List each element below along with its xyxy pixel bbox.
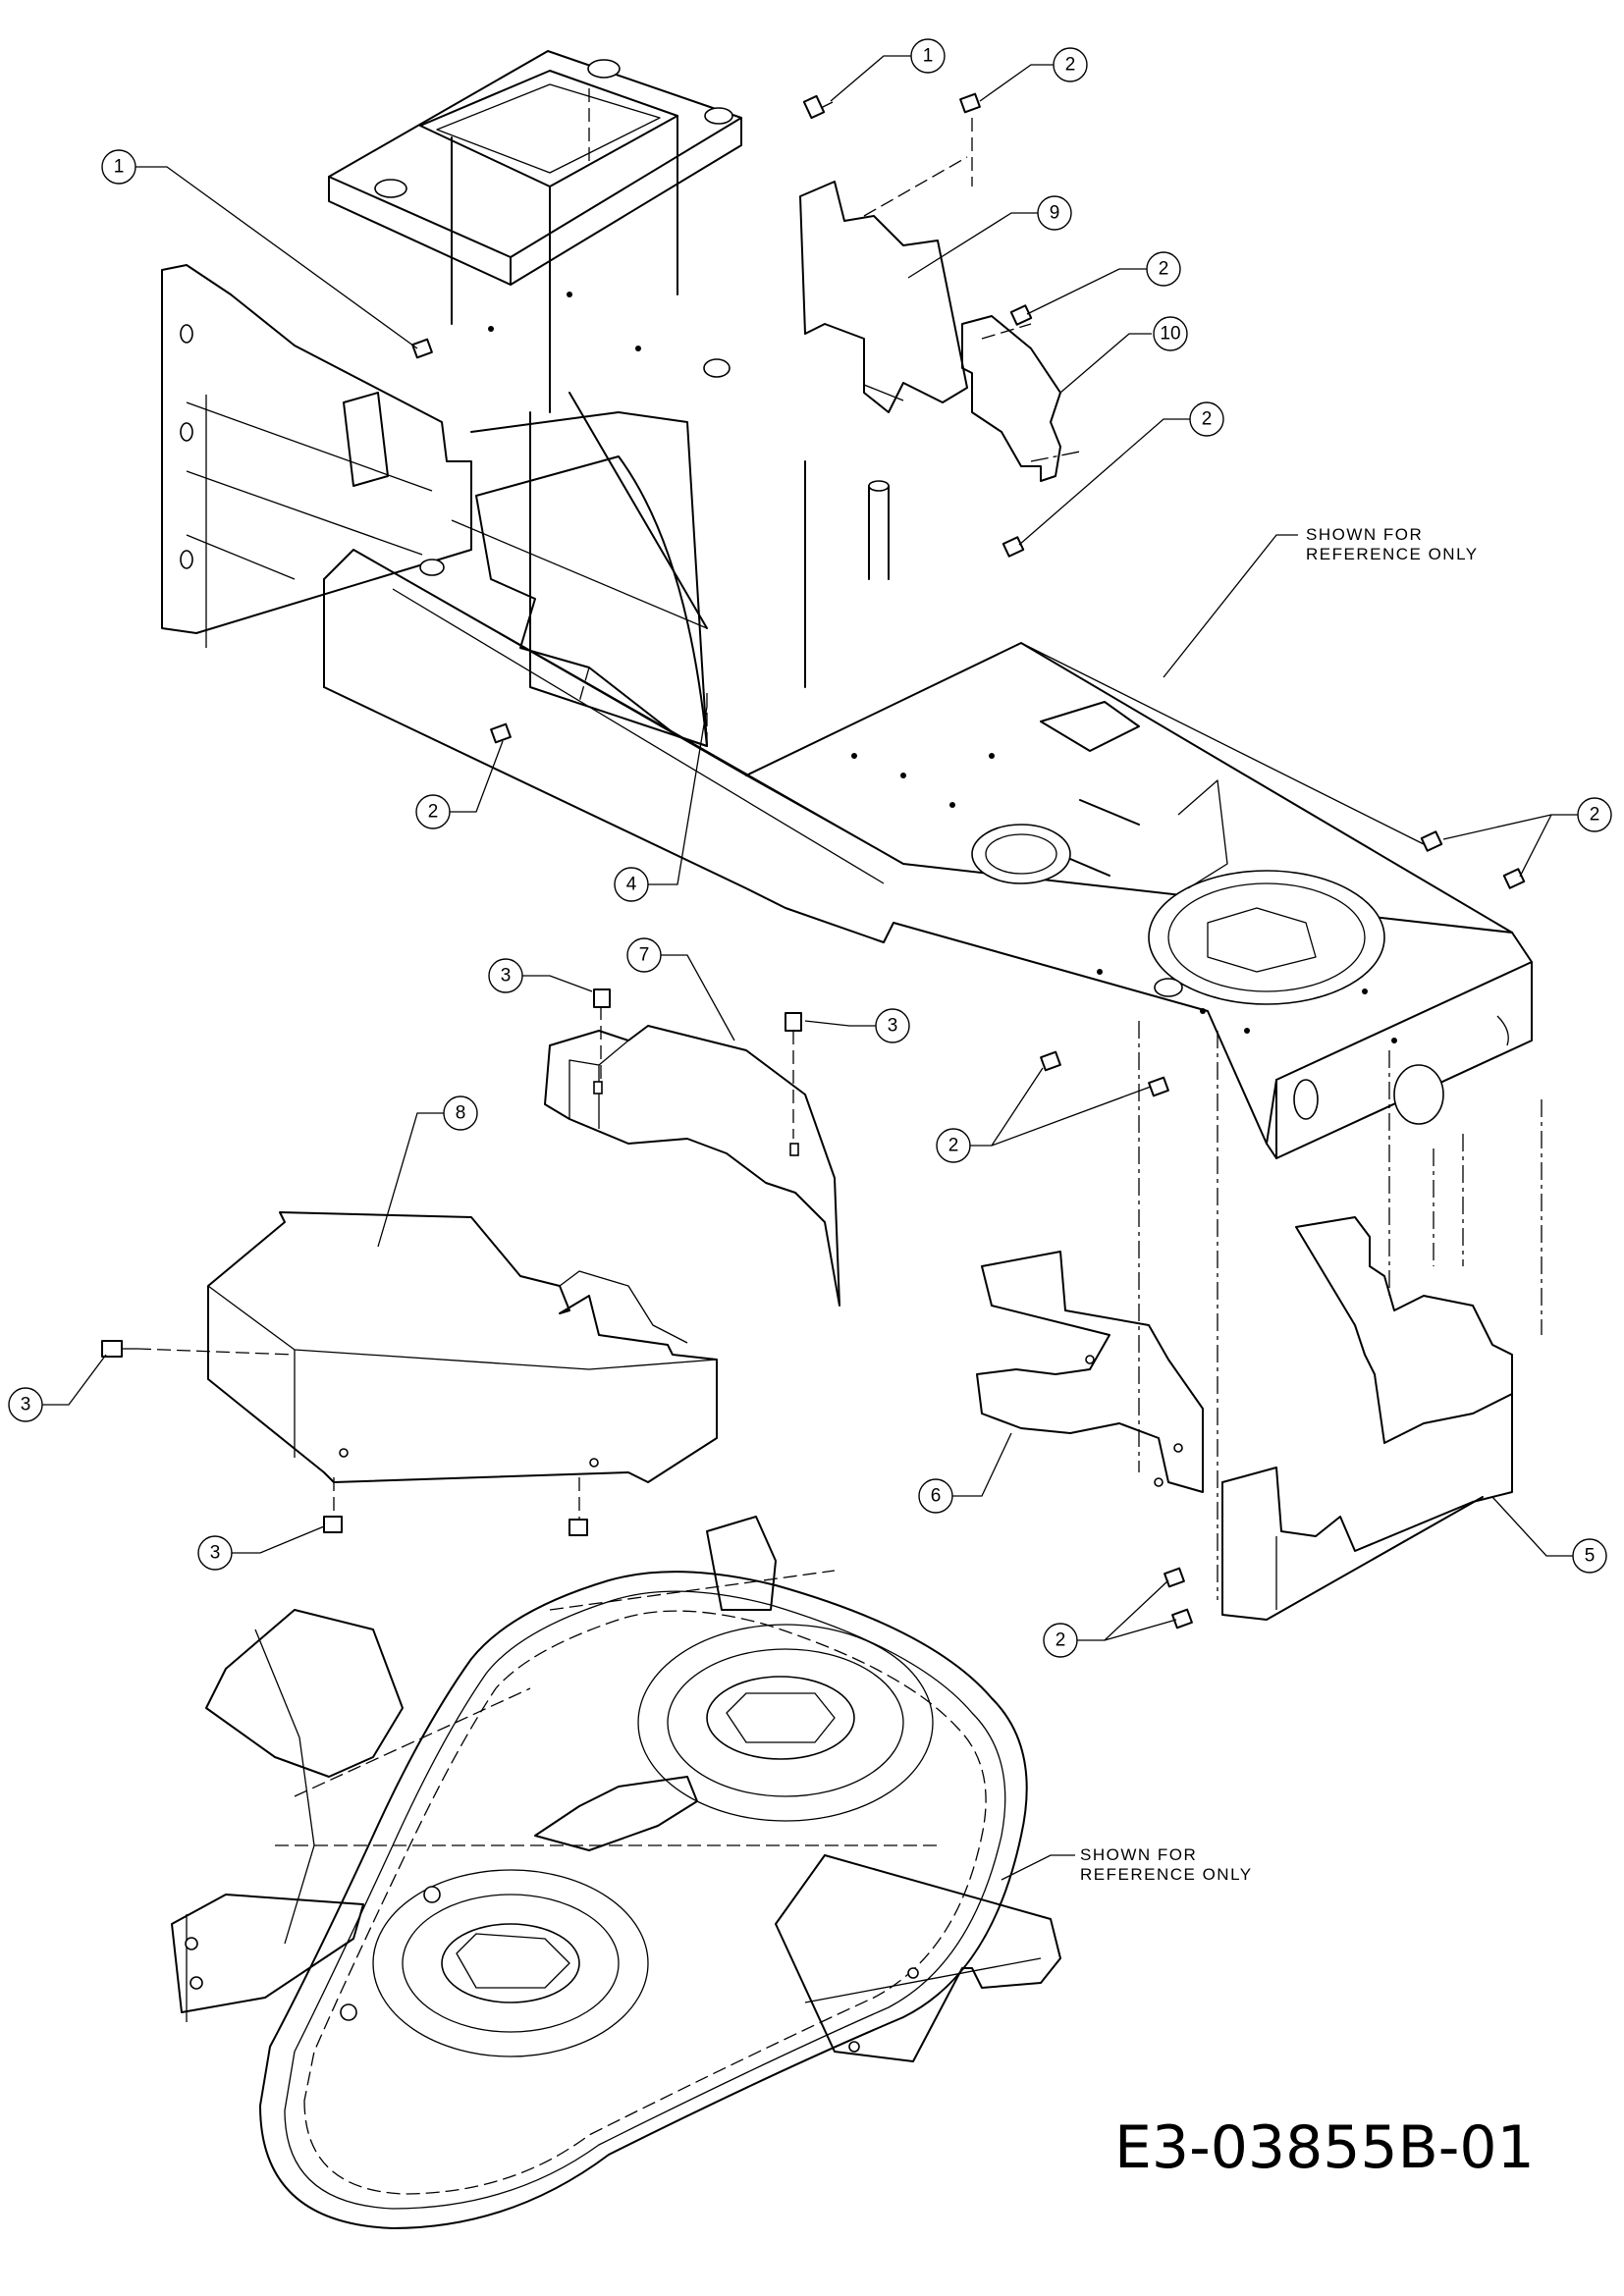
- nut-3-e-icon: [568, 1519, 588, 1536]
- reference-note-deck: SHOWN FOR REFERENCE ONLY: [1001, 1845, 1253, 1884]
- callout-5: 5: [1585, 1546, 1596, 1567]
- frame-deck-plate: [745, 642, 1509, 1125]
- left-side-frame-panel: [161, 264, 472, 648]
- bolt-2-mid-icon: [1001, 536, 1025, 558]
- reference-note-frame: SHOWN FOR REFERENCE ONLY: [1163, 525, 1479, 678]
- reference-note-frame-line1: SHOWN FOR: [1306, 525, 1423, 544]
- bracket-5: [1221, 1050, 1543, 1621]
- bolt-2-lower-left-icon: [490, 722, 512, 744]
- bolt-2-upper-icon: [959, 92, 981, 114]
- heat-shield-panel-10: [961, 315, 1061, 482]
- hardware-fasteners: [101, 92, 1526, 1629]
- reference-note-deck-line1: SHOWN FOR: [1080, 1845, 1197, 1864]
- callout-2-bottom: 2: [1056, 1630, 1066, 1651]
- bolt-3-c-icon: [101, 1340, 137, 1358]
- nut-3-a-icon: [593, 988, 611, 1008]
- callout-2-center: 2: [948, 1136, 959, 1156]
- callout-1-left: 1: [114, 157, 125, 178]
- bolt-2-lower-b-icon: [1171, 1608, 1193, 1629]
- shield-panel-4: [475, 455, 708, 747]
- bolt-1-left-icon: [411, 338, 433, 359]
- reference-note-frame-line2: REFERENCE ONLY: [1306, 545, 1479, 563]
- main-frame-channel: [323, 358, 1533, 1159]
- callout-7: 7: [639, 945, 650, 966]
- frame-fastener-holes: [488, 292, 1397, 1043]
- callout-2-top: 2: [1065, 55, 1076, 76]
- callout-2-mid: 2: [1202, 409, 1213, 430]
- callout-2-lower-left: 2: [428, 802, 439, 823]
- nut-3-b-icon: [785, 1012, 802, 1032]
- callout-3-lower: 3: [210, 1543, 221, 1564]
- bolt-1-upper-icon: [802, 94, 834, 120]
- callout-3-left: 3: [21, 1395, 31, 1415]
- bracket-7: [544, 1025, 840, 1307]
- heat-shield-panel-9: [799, 156, 968, 413]
- bolt-2-right-a-icon: [1420, 830, 1443, 852]
- assembly-guide-lines: [136, 88, 1218, 1600]
- callout-3-top-left: 3: [501, 966, 512, 987]
- callout-3-top-right: 3: [888, 1016, 898, 1037]
- bolt-2-center-a-icon: [1040, 1050, 1061, 1072]
- bolt-2-center-b-icon: [1148, 1076, 1169, 1097]
- callout-2-panel9: 2: [1159, 259, 1169, 280]
- callout-8: 8: [456, 1103, 466, 1124]
- mower-deck-reference: [171, 1516, 1061, 2229]
- callout-6: 6: [931, 1486, 942, 1507]
- bolt-2-panel9-icon: [1009, 304, 1033, 326]
- callout-9: 9: [1050, 203, 1060, 224]
- drawing-code: E3-03855B-01: [1114, 2113, 1535, 2182]
- cover-panel-8: [207, 1211, 718, 1483]
- callout-labels: 1 1 2 9 2 10 2 2 4 2 3 7: [8, 38, 1612, 1658]
- callout-2-right: 2: [1590, 805, 1600, 826]
- callout-4: 4: [626, 875, 637, 895]
- nut-3-d-icon: [323, 1516, 343, 1533]
- reference-note-deck-line2: REFERENCE ONLY: [1080, 1865, 1253, 1884]
- bracket-6: [976, 1251, 1204, 1493]
- bolt-2-lower-a-icon: [1164, 1567, 1185, 1588]
- upper-frame-bracket: [328, 50, 742, 413]
- callout-1-top: 1: [923, 46, 934, 67]
- bolt-2-right-b-icon: [1502, 868, 1526, 889]
- callout-10: 10: [1160, 324, 1180, 345]
